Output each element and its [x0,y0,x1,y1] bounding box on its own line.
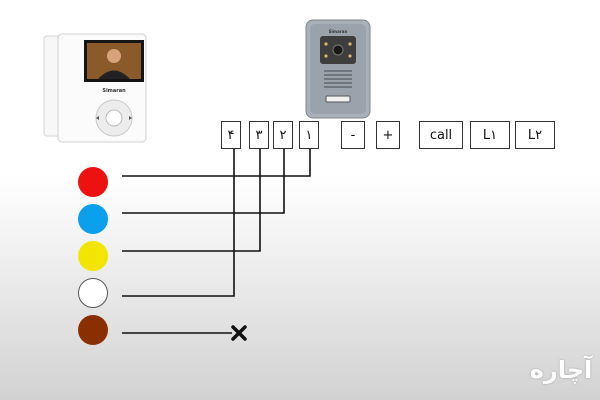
door-panel-brand: Simaran [329,29,348,34]
terminal-4: ۴ [221,121,241,149]
monitor-screen-person [98,70,130,79]
terminal-minus: - [341,121,365,149]
wire-dot-yellow [78,241,108,271]
door-panel: Simaran [305,19,371,119]
terminal-3: ۳ [249,121,269,149]
terminal-2: ۲ [273,121,293,149]
monitor-right-arrow-icon [129,116,132,120]
ir-led-icon [324,42,328,46]
terminal-l2: L۲ [515,121,555,149]
monitor-center-button [105,109,123,127]
wire-yellow [122,148,261,252]
speaker-grille [324,70,352,88]
indoor-monitor: Simaran [43,33,147,143]
terminal-l1: L۱ [470,121,510,149]
wire-blue [122,148,285,214]
terminal-call: call [419,121,463,149]
watermark-logo: آچاره [529,356,593,384]
not-connected-x-icon [231,325,247,341]
wire-dot-brown [78,315,108,345]
ir-led-icon [348,42,352,46]
ir-led-icon [324,54,328,58]
wire-white [122,148,235,297]
door-panel-camera-icon [332,44,344,56]
monitor-left-arrow-icon [96,116,99,120]
wire-red [122,148,311,177]
door-panel-call-button [325,95,351,103]
terminal-1: ۱ [299,121,319,149]
terminal-plus: + [376,121,400,149]
monitor-screen-face [107,49,121,63]
wire-dot-blue [78,204,108,234]
wires [122,148,311,334]
monitor-brand: Simaran [102,88,126,94]
wire-dot-red [78,167,108,197]
wire-dot-white [78,278,108,308]
ir-led-icon [348,54,352,58]
